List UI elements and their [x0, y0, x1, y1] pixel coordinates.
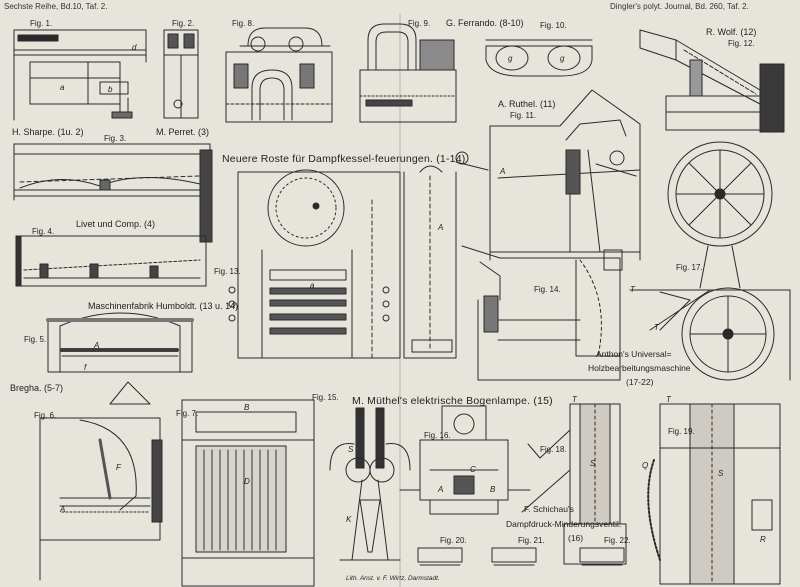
fig-20-label: Fig. 20.	[440, 536, 467, 545]
part-letter: D	[244, 477, 250, 486]
fig-3-drawing	[13, 143, 213, 243]
fig-18-drawing	[521, 403, 627, 565]
part-letter: A	[438, 223, 444, 232]
part-letter: A	[94, 341, 100, 350]
fig-8-drawing	[225, 27, 333, 123]
fig-3-label: Fig. 3.	[104, 134, 127, 143]
fig-20-22-drawings	[417, 547, 625, 566]
fig-16-label: Fig. 16.	[424, 431, 451, 440]
fig-4-drawing	[15, 235, 207, 287]
fig-6-drawing	[39, 381, 163, 581]
part-letter: K	[346, 515, 352, 524]
fig-13-drawing	[228, 169, 401, 359]
muethel-attribution: M. Müthel's elektrische Bogenlampe. (15)	[352, 395, 553, 407]
journal-header: Dingler's polyt. Journal, Bd. 260, Taf. …	[610, 2, 749, 11]
fig-17-drawing	[629, 141, 791, 381]
fig-10-label: Fig. 10.	[540, 21, 567, 30]
ferrando-attribution: G. Ferrando. (8-10)	[446, 18, 524, 28]
part-letter: d	[132, 43, 137, 52]
fig-21-label: Fig. 21.	[518, 536, 545, 545]
fig-1-label: Fig. 1.	[30, 19, 53, 28]
wolf-attribution: R. Wolf. (12)	[706, 27, 757, 37]
livet-attribution: Livet und Comp. (4)	[76, 219, 156, 229]
fig-2-drawing	[163, 29, 199, 119]
ruthel-attribution: A. Ruthel. (11)	[498, 99, 556, 109]
part-letter: S	[718, 469, 724, 478]
fig-1-drawing	[13, 29, 147, 121]
fig-12-drawing	[639, 29, 785, 133]
part-letter: a	[60, 83, 65, 92]
anthon-title-line-2: Holzbearbeitungsmaschine	[588, 363, 691, 373]
fig-9-label: Fig. 9.	[408, 19, 431, 28]
humboldt-attribution: Maschinenfabrik Humboldt. (13 u. 14)	[88, 301, 239, 311]
part-letter: T	[630, 285, 635, 294]
fig-14-drawing	[461, 245, 623, 381]
fig-19-label: Fig. 19.	[668, 427, 695, 436]
fig-2-label: Fig. 2.	[172, 19, 195, 28]
schichau-title-line-3: (16)	[568, 533, 584, 543]
fig-12-label: Fig. 12.	[728, 39, 755, 48]
fig-15-drawing	[329, 407, 411, 561]
sharpe-attribution: H. Sharpe. (1u. 2)	[12, 127, 84, 137]
fig-11-drawing	[489, 89, 641, 261]
part-letter: A	[500, 167, 506, 176]
fig-17-label: Fig. 17.	[676, 263, 703, 272]
fig-14-label: Fig. 14.	[534, 285, 561, 294]
part-letter: S	[590, 459, 596, 468]
boiler-column-drawing	[403, 151, 489, 359]
part-letter: A	[438, 485, 444, 494]
fig-22-label: Fig. 22.	[604, 536, 631, 545]
fig-5-drawing	[46, 312, 194, 373]
fig-19-drawing	[647, 403, 781, 585]
fig-16-drawing	[399, 405, 531, 515]
fig-5-label: Fig. 5.	[24, 335, 47, 344]
part-letter: B	[490, 485, 496, 494]
part-letter: Q	[642, 461, 649, 470]
part-letter: R	[760, 535, 766, 544]
part-letter: F	[116, 463, 121, 472]
part-letter: g	[560, 54, 565, 63]
part-letter: C	[470, 465, 476, 474]
part-letter: B	[244, 403, 250, 412]
fig-15-label: Fig. 15.	[312, 393, 339, 402]
part-letter: T	[666, 395, 671, 404]
perret-attribution: M. Perret. (3)	[156, 127, 210, 137]
schichau-title-line-1: F. Schichau's	[524, 504, 574, 514]
anthon-title-line-1: Anthon's Universal=	[596, 349, 672, 359]
part-letter: a	[310, 281, 315, 290]
fig-7-label: Fig. 7.	[176, 409, 199, 418]
schichau-title-line-2: Dampfdruck-Minderungsventil.	[506, 519, 622, 529]
part-letter: S	[348, 445, 354, 454]
plate-series-header: Sechste Reihe, Bd.10, Taf. 2.	[4, 2, 108, 11]
fig-7-drawing	[181, 399, 315, 587]
fig-4-label: Fig. 4.	[32, 227, 55, 236]
part-letter: A	[60, 505, 66, 514]
bregha-attribution: Bregha. (5-7)	[10, 383, 64, 393]
part-letter: T	[654, 323, 659, 332]
fig-10-drawing	[485, 39, 593, 77]
fig-13-label: Fig. 13.	[214, 267, 241, 276]
fig-8-label: Fig. 8.	[232, 19, 255, 28]
fig-9-drawing	[359, 23, 457, 123]
anthon-title-line-3: (17-22)	[626, 377, 654, 387]
main-title: Neuere Roste für Dampfkessel-feuerungen.…	[222, 153, 466, 165]
part-letter: T	[572, 395, 577, 404]
lithographer-imprint: Lith. Anst. v. F. Wirtz, Darmstadt.	[346, 575, 440, 582]
part-letter: f	[84, 363, 87, 372]
fig-6-label: Fig. 6.	[34, 411, 57, 420]
fig-18-label: Fig. 18.	[540, 445, 567, 454]
part-letter: b	[108, 85, 113, 94]
part-letter: g	[508, 54, 513, 63]
fig-11-label: Fig. 11.	[510, 111, 537, 120]
